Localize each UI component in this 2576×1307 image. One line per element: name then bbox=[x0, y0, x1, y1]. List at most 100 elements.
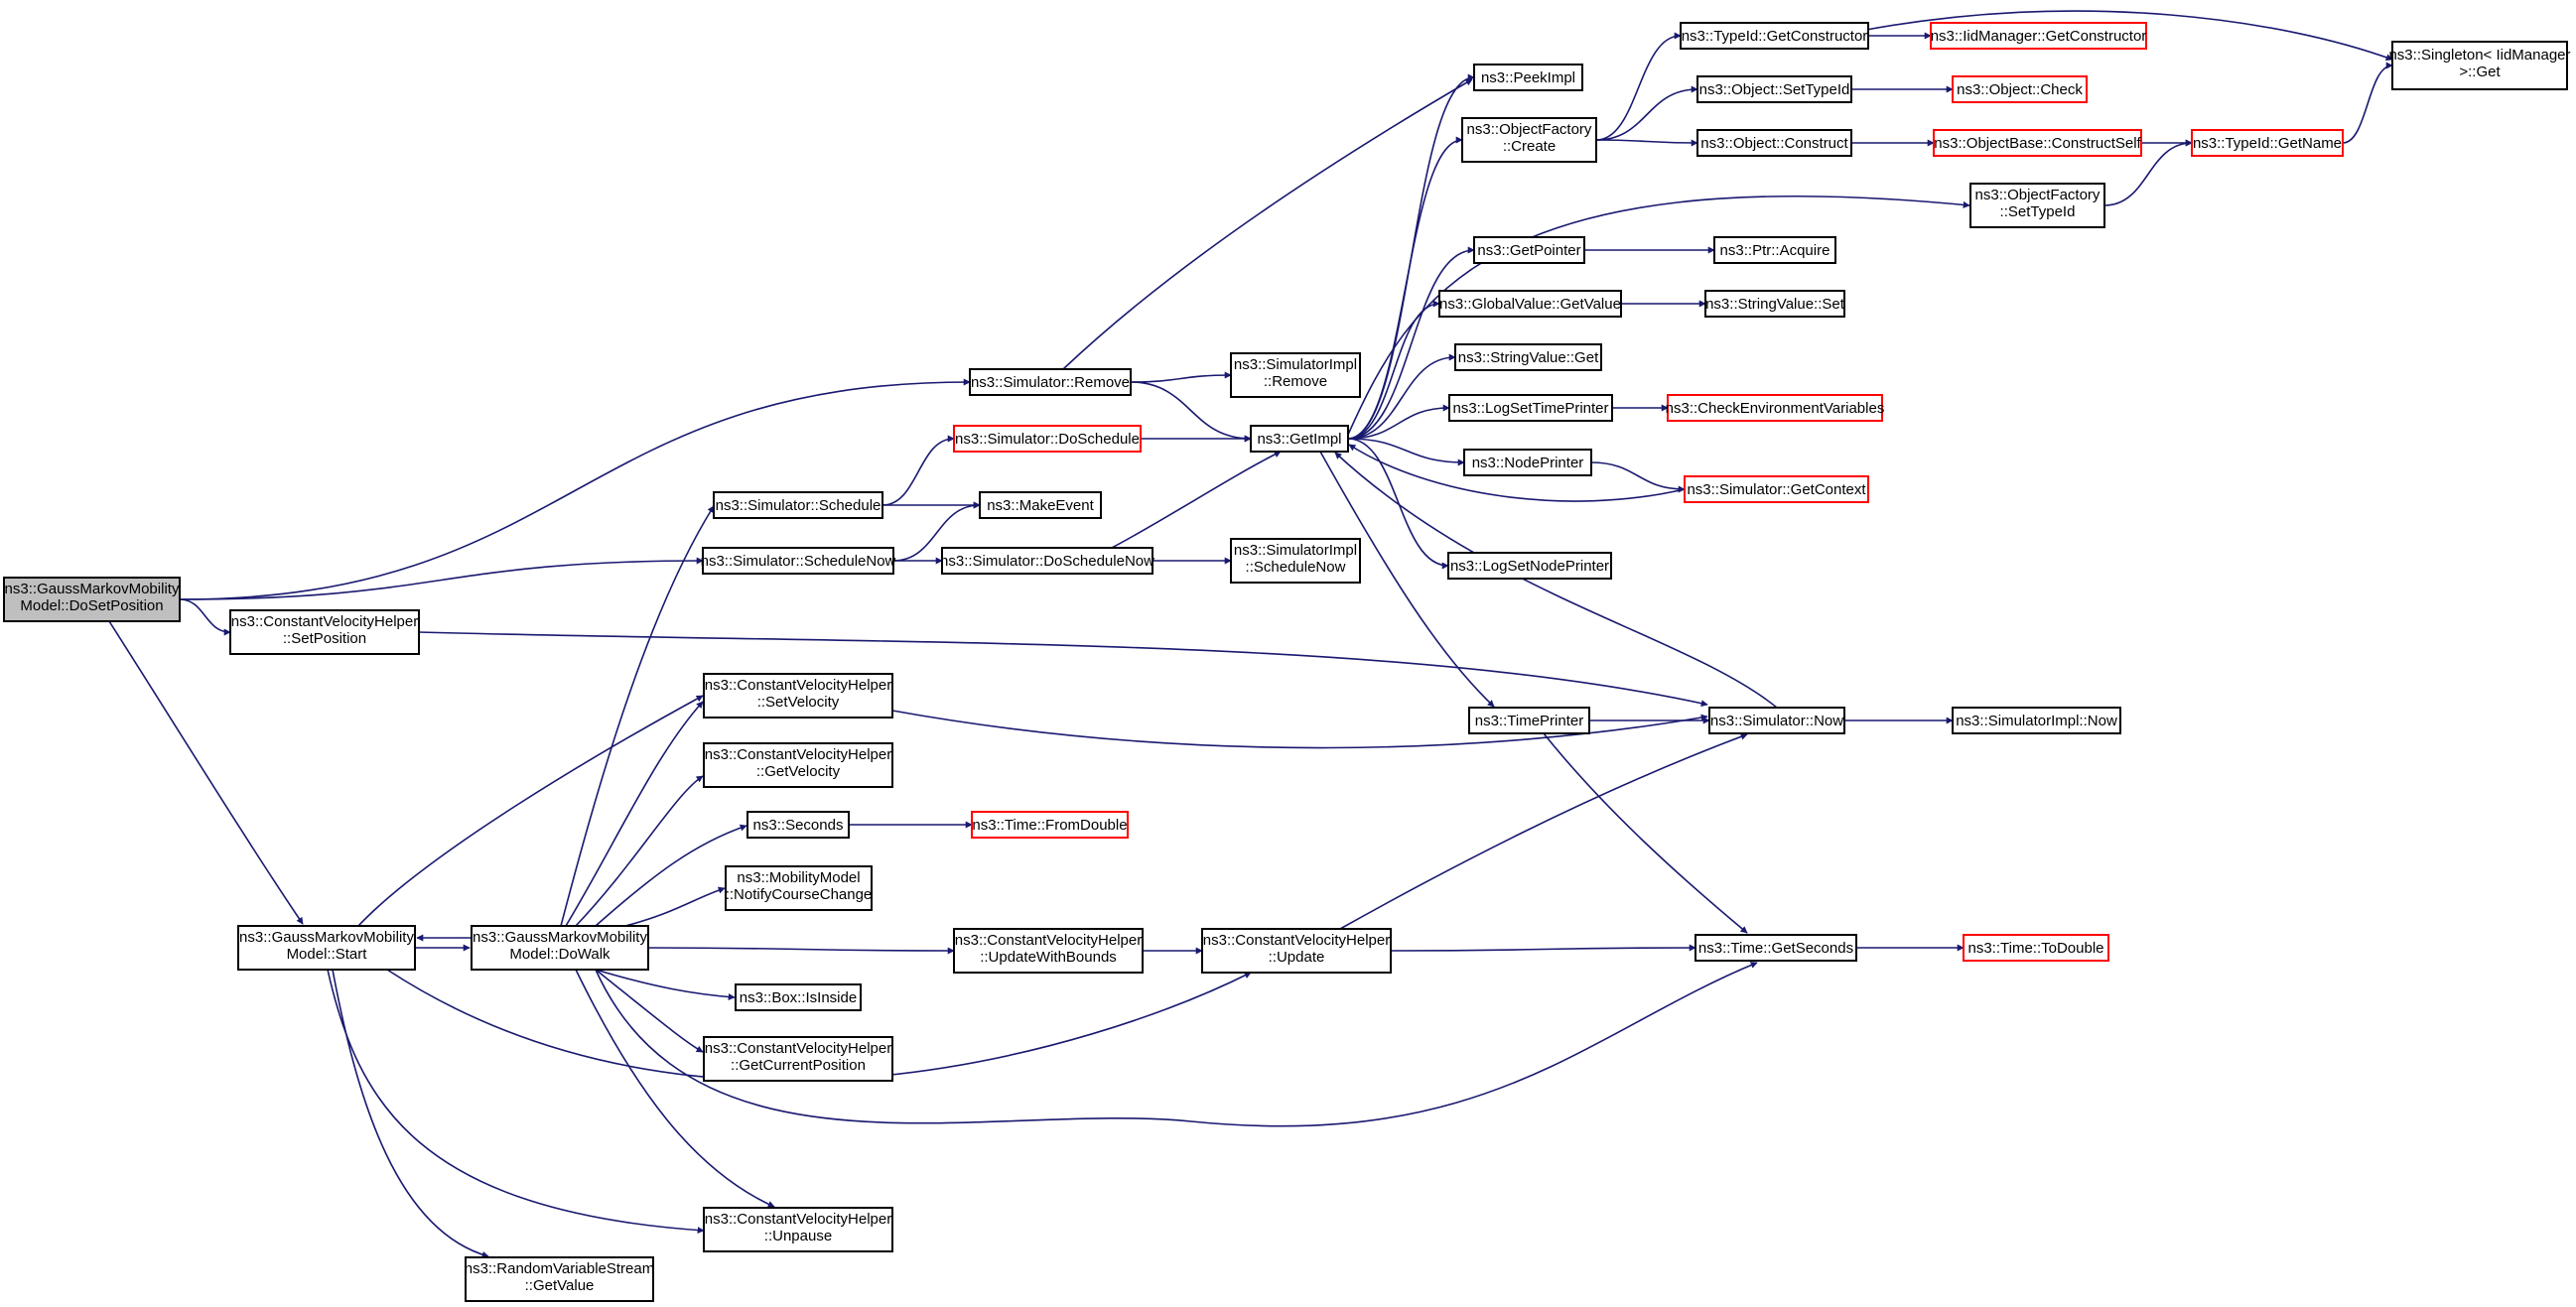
node-box-isinside[interactable]: ns3::Box::IsInside bbox=[735, 983, 862, 1011]
node-label: ns3::SimulatorImpl bbox=[1234, 356, 1357, 373]
edge-gm-start-to-unpause bbox=[327, 969, 705, 1235]
node-label: ::GetCurrentPosition bbox=[731, 1057, 866, 1074]
node-mm-notify[interactable]: ns3::MobilityModel::NotifyCourseChange bbox=[725, 865, 873, 911]
node-cvh-setposition[interactable]: ns3::ConstantVelocityHelper::SetPosition bbox=[229, 609, 420, 655]
edge-of_create-to-typeid_getconstructor bbox=[1595, 32, 1682, 141]
node-box bbox=[1473, 64, 1583, 91]
node-objbase-constructself[interactable]: ns3::ObjectBase::ConstructSelf bbox=[1933, 129, 2142, 157]
node-label: ns3::Object::Check bbox=[1957, 81, 2083, 98]
node-sv-set[interactable]: ns3::StringValue::Set bbox=[1704, 290, 1845, 318]
node-label: ns3::Singleton< IidManager bbox=[2388, 47, 2570, 64]
node-box bbox=[1969, 183, 2105, 228]
node-box bbox=[979, 491, 1102, 519]
node-logsettimeprinter[interactable]: ns3::LogSetTimePrinter bbox=[1448, 394, 1613, 422]
node-cvh-getcurpos[interactable]: ns3::ConstantVelocityHelper::GetCurrentP… bbox=[703, 1036, 893, 1082]
node-box bbox=[1695, 934, 1857, 962]
node-singleton-get[interactable]: ns3::Singleton< IidManager >::Get bbox=[2388, 41, 2571, 90]
node-sv-get[interactable]: ns3::StringValue::Get bbox=[1454, 343, 1602, 371]
node-rvs-getvalue[interactable]: ns3::RandomVariableStream::GetValue bbox=[465, 1256, 654, 1302]
node-label: ns3::IidManager::GetConstructor bbox=[1931, 28, 2147, 45]
node-sim-schedule[interactable]: ns3::Simulator::Schedule bbox=[713, 491, 883, 519]
node-box bbox=[969, 368, 1132, 396]
node-sim-doschedule[interactable]: ns3::Simulator::DoSchedule bbox=[953, 425, 1142, 453]
node-of-create[interactable]: ns3::ObjectFactory::Create bbox=[1461, 117, 1597, 163]
node-box bbox=[1447, 552, 1612, 580]
node-sim-remove[interactable]: ns3::Simulator::Remove bbox=[969, 368, 1132, 396]
node-simimpl-schedulenow[interactable]: ns3::SimulatorImpl::ScheduleNow bbox=[1230, 538, 1361, 584]
edge-of_create-to-obj_construct bbox=[1595, 139, 1698, 147]
node-label: ns3::GlobalValue::GetValue bbox=[1439, 296, 1621, 313]
node-nodeprinter[interactable]: ns3::NodePrinter bbox=[1463, 449, 1592, 476]
node-cvh-unpause[interactable]: ns3::ConstantVelocityHelper::Unpause bbox=[703, 1207, 893, 1252]
edge-getconstructor-to-singleton bbox=[1865, 10, 2393, 62]
node-label: ns3::ConstantVelocityHelper bbox=[231, 613, 418, 630]
node-obj-settypeid[interactable]: ns3::Object::SetTypeId bbox=[1696, 75, 1852, 103]
node-typeid-getconstructor[interactable]: ns3::TypeId::GetConstructor bbox=[1680, 22, 1869, 50]
node-logsetnodeprinter[interactable]: ns3::LogSetNodePrinter bbox=[1447, 552, 1612, 580]
node-box bbox=[953, 425, 1142, 453]
node-obj-construct[interactable]: ns3::Object::Construct bbox=[1696, 129, 1852, 157]
node-ptr-acquire[interactable]: ns3::Ptr::Acquire bbox=[1713, 236, 1836, 264]
node-cvh-getvelocity[interactable]: ns3::ConstantVelocityHelper::GetVelocity bbox=[703, 742, 893, 788]
node-seconds[interactable]: ns3::Seconds bbox=[746, 811, 850, 839]
edge-timeprinter-to-getseconds bbox=[1543, 732, 1748, 934]
node-label: ns3::ConstantVelocityHelper bbox=[705, 677, 891, 694]
node-peekimpl[interactable]: ns3::PeekImpl bbox=[1473, 64, 1583, 91]
node-sim-getcontext[interactable]: ns3::Simulator::GetContext bbox=[1684, 475, 1869, 503]
node-time-todouble[interactable]: ns3::Time::ToDouble bbox=[1963, 934, 2109, 962]
node-getimpl[interactable]: ns3::GetImpl bbox=[1250, 425, 1349, 453]
node-sim-schedulenow[interactable]: ns3::Simulator::ScheduleNow bbox=[701, 547, 896, 575]
node-box bbox=[1667, 394, 1883, 422]
edge-root-to-cvh_setposition bbox=[179, 598, 231, 636]
node-typeid-getname[interactable]: ns3::TypeId::GetName bbox=[2191, 129, 2344, 157]
node-sim-now[interactable]: ns3::Simulator::Now bbox=[1708, 707, 1845, 734]
node-box bbox=[1468, 707, 1590, 734]
edge-getimpl-to-getpointer bbox=[1347, 246, 1475, 440]
node-label: ns3::SimulatorImpl bbox=[1234, 542, 1357, 559]
node-time-getseconds[interactable]: ns3::Time::GetSeconds bbox=[1695, 934, 1857, 962]
node-label: ns3::Time::GetSeconds bbox=[1698, 940, 1853, 957]
node-box bbox=[1473, 236, 1585, 264]
edge-sim_schedule-to-sim_doschedule bbox=[881, 435, 955, 506]
edge-now-to-getimpl bbox=[1334, 452, 1778, 709]
node-box bbox=[1454, 343, 1602, 371]
node-checkenv[interactable]: ns3::CheckEnvironmentVariables bbox=[1666, 394, 1885, 422]
node-cvh-update[interactable]: ns3::ConstantVelocityHelper::Update bbox=[1201, 928, 1392, 974]
node-time-fromdouble[interactable]: ns3::Time::FromDouble bbox=[971, 811, 1129, 839]
node-box bbox=[229, 609, 420, 655]
node-label: ns3::SimulatorImpl::Now bbox=[1956, 713, 2117, 729]
node-getpointer[interactable]: ns3::GetPointer bbox=[1473, 236, 1585, 264]
node-of-settypeid[interactable]: ns3::ObjectFactory::SetTypeId bbox=[1969, 183, 2105, 228]
edge-typeid_getname-to-singleton_get bbox=[2342, 62, 2393, 144]
node-gv-getvalue[interactable]: ns3::GlobalValue::GetValue bbox=[1438, 290, 1622, 318]
node-makeevent[interactable]: ns3::MakeEvent bbox=[979, 491, 1102, 519]
node-simimpl-now[interactable]: ns3::SimulatorImpl::Now bbox=[1952, 707, 2121, 734]
node-simimpl-remove[interactable]: ns3::SimulatorImpl::Remove bbox=[1230, 352, 1361, 398]
node-label: ::Create bbox=[1503, 138, 1556, 155]
node-box bbox=[471, 925, 649, 971]
node-label: ns3::MobilityModel bbox=[737, 869, 860, 886]
node-root[interactable]: ns3::GaussMarkovMobilityModel::DoSetPosi… bbox=[3, 577, 181, 622]
node-label: ns3::GaussMarkovMobility bbox=[473, 929, 647, 946]
node-obj-check[interactable]: ns3::Object::Check bbox=[1952, 75, 2088, 103]
edge-sim_schedulenow-to-makeevent bbox=[892, 501, 981, 562]
node-box bbox=[2191, 129, 2344, 157]
edge-of_create-to-obj_settypeid bbox=[1595, 85, 1698, 141]
node-cvh-setvelocity[interactable]: ns3::ConstantVelocityHelper::SetVelocity bbox=[703, 673, 893, 719]
node-box bbox=[735, 983, 862, 1011]
node-timeprinter[interactable]: ns3::TimePrinter bbox=[1468, 707, 1590, 734]
edge-root-to-gm-start bbox=[108, 620, 304, 925]
edge-remove-to-peekimpl bbox=[1062, 78, 1473, 370]
edge-dowalk-to-getcurpos bbox=[595, 969, 704, 1053]
node-box bbox=[1704, 290, 1845, 318]
edge-getimpl-to-of_create bbox=[1347, 136, 1463, 440]
node-sim-doschedulenow[interactable]: ns3::Simulator::DoScheduleNow bbox=[940, 547, 1154, 575]
node-iidmanager-getconstructor[interactable]: ns3::IidManager::GetConstructor bbox=[1930, 22, 2147, 50]
node-box bbox=[953, 928, 1144, 974]
node-cvh-updatewithbounds[interactable]: ns3::ConstantVelocityHelper::UpdateWithB… bbox=[953, 928, 1144, 974]
node-box bbox=[1684, 475, 1869, 503]
node-label: ns3::Simulator::GetContext bbox=[1687, 481, 1866, 498]
node-box bbox=[725, 865, 873, 911]
